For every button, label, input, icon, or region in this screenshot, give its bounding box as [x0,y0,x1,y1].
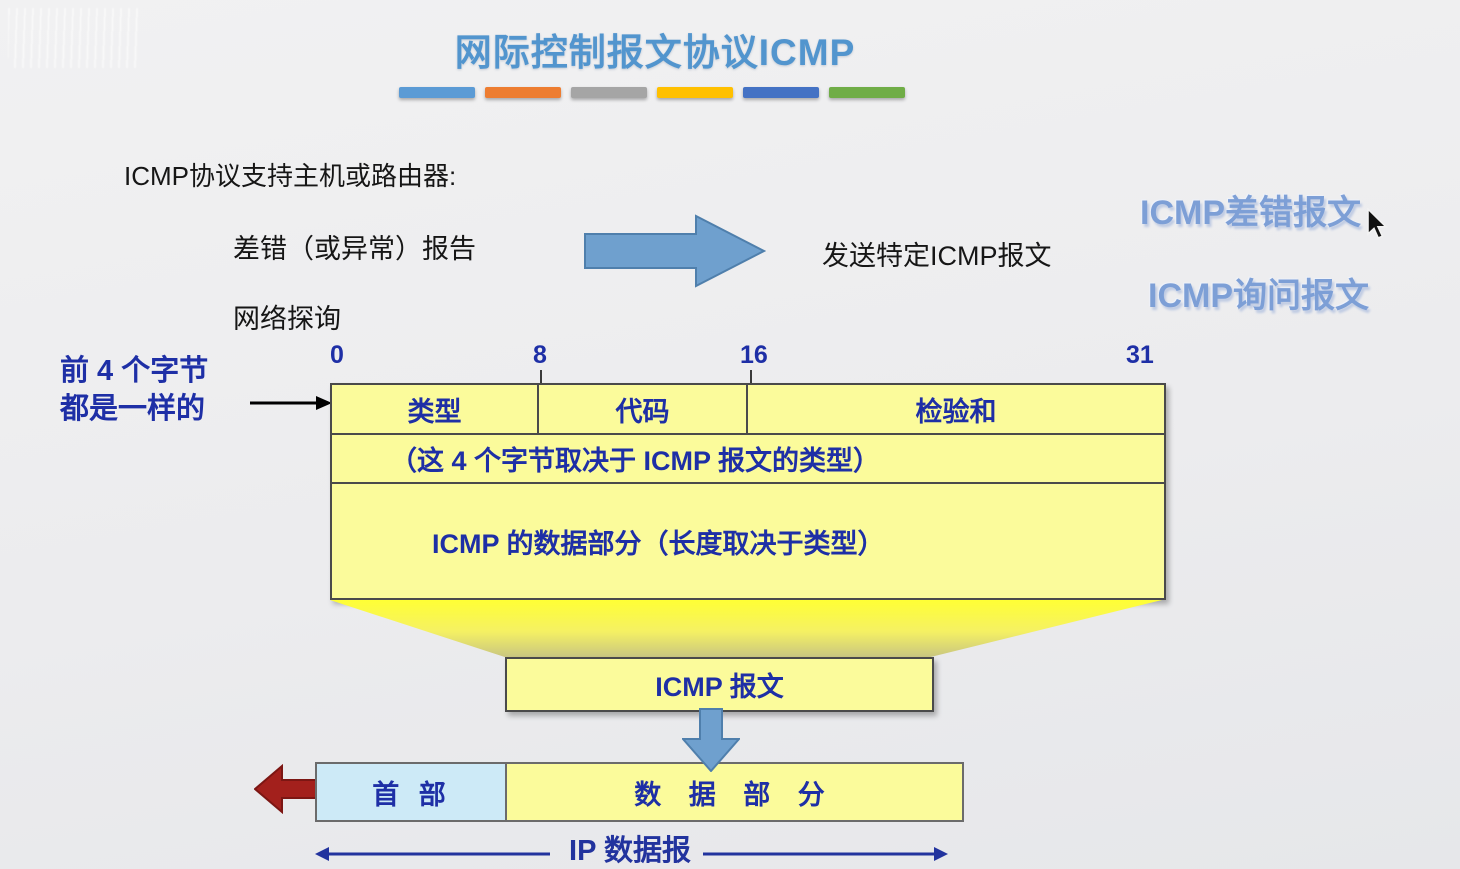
accent-bars [399,87,905,98]
icmp-message-box: ICMP 报文 [505,657,934,712]
flow-right-arrow-icon [584,214,766,288]
intro-heading: ICMP协议支持主机或路由器: [124,161,457,191]
accent-bar [743,87,819,98]
tick-mark-8 [540,370,542,383]
result-text: 发送特定ICMP报文 [822,241,1052,271]
annotation-first-4-bytes: 前 4 个字节 都是一样的 [60,352,208,429]
label-icmp-query-message: ICMP询问报文 [1148,277,1369,315]
bullet-network-probe: 网络探询 [233,304,341,334]
ip-datagram-label: IP 数据报 [569,835,691,867]
annotation-line2: 都是一样的 [60,393,206,426]
red-left-arrow-icon [254,764,318,814]
page-title: 网际控制报文协议ICMP [454,32,856,73]
label-icmp-error-message: ICMP差错报文 [1140,194,1361,232]
funnel-shape [330,600,1162,657]
accent-bar [571,87,647,98]
annotation-line1: 前 4 个字节 [60,355,209,387]
icmp-packet-table: 类型 代码 检验和 （这 4 个字节取决于 ICMP 报文的类型） ICMP 的… [330,383,1166,600]
accent-bar [485,87,561,98]
ip-header-box: 首 部 [315,762,509,822]
accent-bar [829,87,905,98]
bit-label-16: 16 [740,341,768,369]
tick-mark-16 [750,370,752,383]
cell-code: 代码 [537,385,748,433]
packet-header-row: 类型 代码 检验和 [332,385,1164,435]
annotation-arrow-icon [250,396,332,410]
bit-label-31: 31 [1126,341,1154,369]
packet-row-depends: （这 4 个字节取决于 ICMP 报文的类型） [332,435,1164,484]
cursor-icon [1367,208,1388,240]
ip-data-box: 数 据 部 分 [505,762,964,822]
cell-checksum: 检验和 [915,396,997,427]
watermark [8,8,138,68]
bit-label-8: 8 [533,341,547,369]
cell-type: 类型 [407,396,462,427]
ip-span-arrow-left-icon [315,847,550,861]
accent-bar [657,87,733,98]
bullet-error-report: 差错（或异常）报告 [233,234,476,264]
ip-span-arrow-right-icon [703,847,948,861]
down-arrow-icon [682,708,740,772]
packet-row-data: ICMP 的数据部分（长度取决于类型） [432,528,885,559]
accent-bar [399,87,475,98]
bit-label-0: 0 [330,341,344,369]
